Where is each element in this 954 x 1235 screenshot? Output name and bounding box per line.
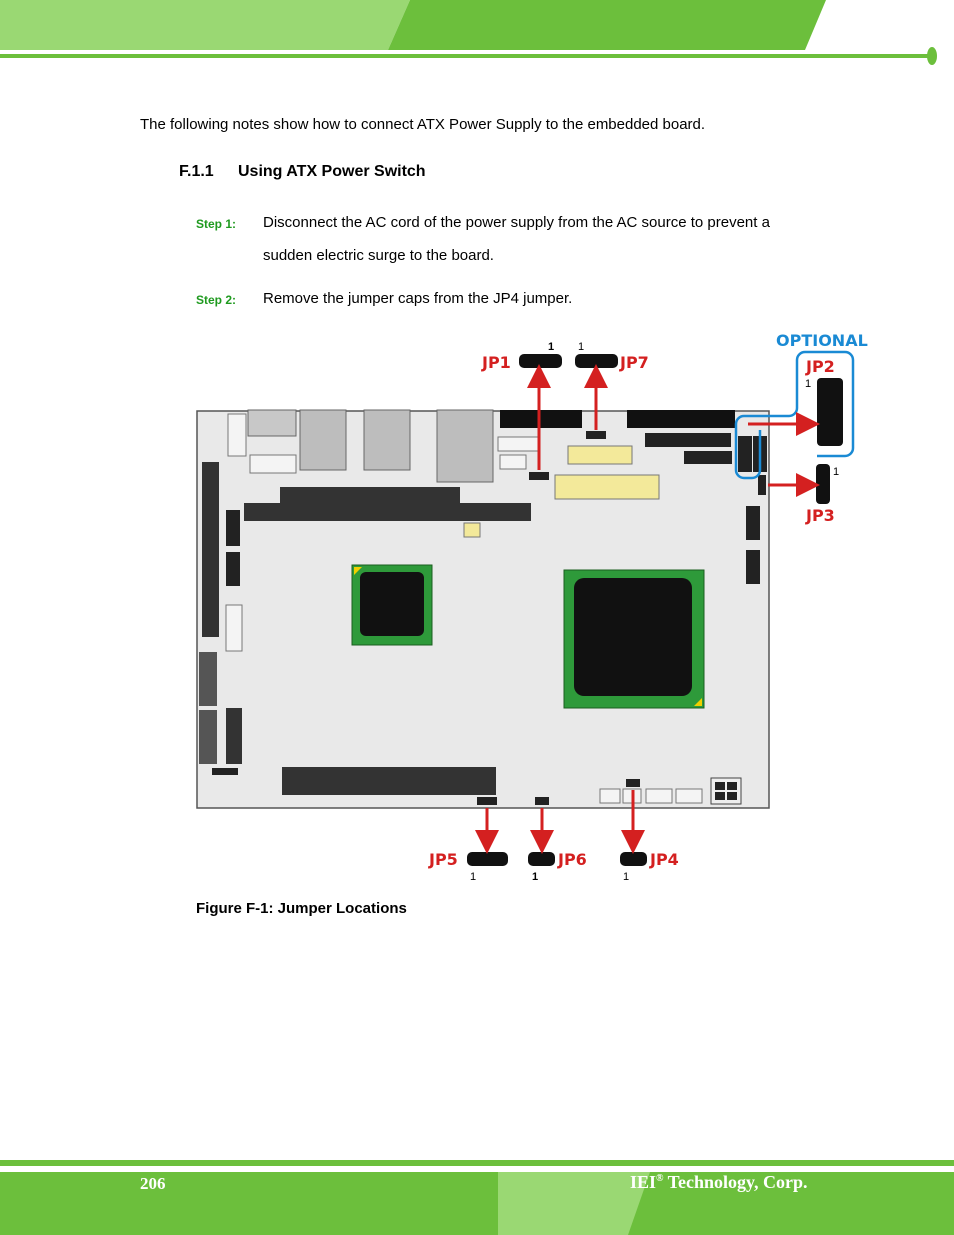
jp6-label: JP6 [557, 850, 587, 869]
jp2-symbol [817, 378, 843, 446]
section-title: Using ATX Power Switch [238, 163, 426, 180]
company-suffix: Technology, Corp. [663, 1172, 808, 1192]
step-2-label: Step 2: [196, 293, 237, 307]
page-footer-banner [0, 1160, 954, 1235]
step-1-label: Step 1: [196, 217, 237, 231]
jp3-symbol [816, 464, 830, 504]
jp1-label: JP1 [481, 353, 511, 372]
jp4-symbol [620, 852, 647, 866]
step-1-text: Disconnect the AC cord of the power supp… [263, 214, 770, 264]
jp6-symbol [528, 852, 555, 866]
page-number: 206 [140, 1174, 166, 1193]
pin1-jp7: 1 [578, 341, 584, 353]
step-2-text: Remove the jumper caps from the JP4 jump… [263, 290, 573, 307]
jp1-symbol [519, 354, 562, 368]
pin1-jp2: 1 [805, 378, 811, 390]
registered-mark: ® [656, 1173, 664, 1184]
pin1-jp4: 1 [623, 871, 629, 883]
intro-paragraph: The following notes show how to connect … [140, 116, 706, 133]
figure-caption: Figure F-1: Jumper Locations [196, 900, 407, 917]
jumper-locations-figure: OPTIONAL JP1 JP7 JP2 JP3 JP5 JP6 JP4 1 1… [196, 331, 868, 883]
pin1-jp3: 1 [833, 466, 839, 478]
optional-label: OPTIONAL [776, 331, 868, 350]
jp7-label: JP7 [619, 353, 649, 372]
pin1-jp1: 1 [548, 341, 554, 353]
section-number: F.1.1 [179, 163, 214, 180]
jp5-symbol [467, 852, 508, 866]
company-prefix: IEI [630, 1172, 657, 1192]
jp3-label: JP3 [805, 506, 835, 525]
company-name: IEI® Technology, Corp. [630, 1172, 808, 1193]
pin1-jp5: 1 [470, 871, 476, 883]
pin1-jp6: 1 [532, 871, 538, 883]
page-header-banner [0, 0, 937, 65]
jp7-symbol [575, 354, 618, 368]
jp5-label: JP5 [428, 850, 458, 869]
jp2-label: JP2 [805, 357, 835, 376]
optional-outline [734, 350, 855, 480]
jp4-label: JP4 [649, 850, 679, 869]
